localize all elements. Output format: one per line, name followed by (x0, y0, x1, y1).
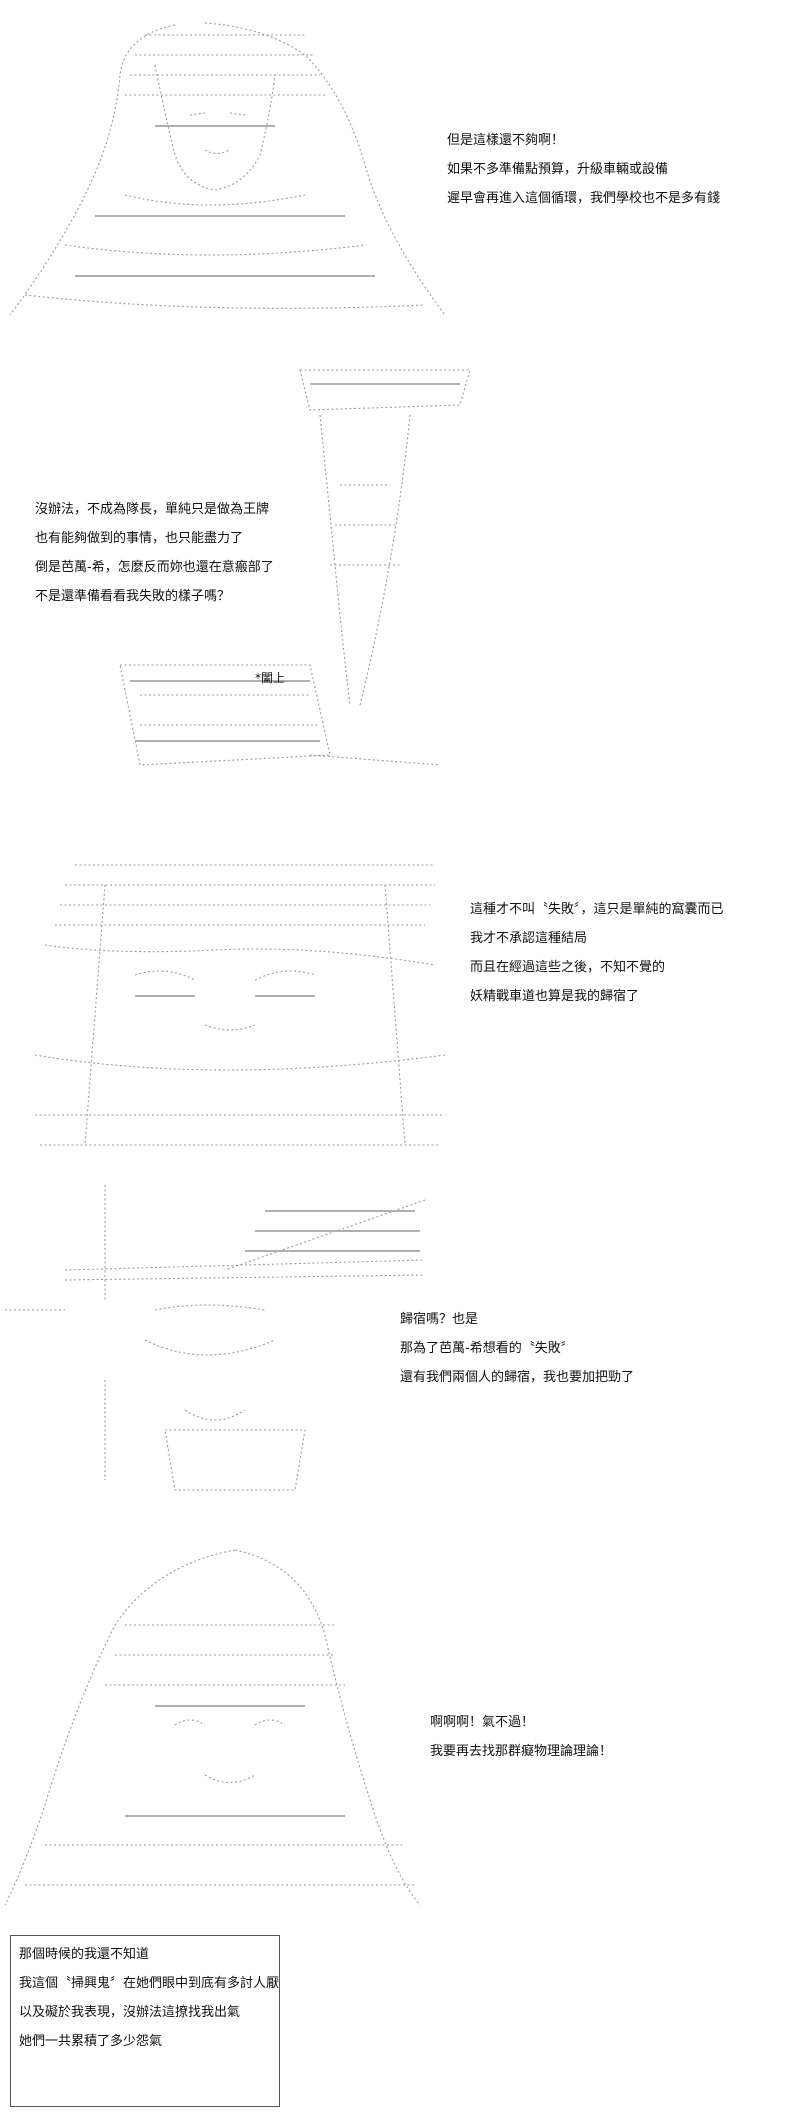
ascii-art-girl-cap-smiling (5, 1180, 440, 1515)
ascii-art-girl-face-closeup (15, 855, 450, 1160)
sound-effect: *闔上 (255, 671, 286, 685)
dialogue-line: 遲早會再進入這個循環，我們學校也不是多有錢 (447, 191, 721, 206)
dialogue-line: 我才不承認這種結局 (470, 931, 588, 946)
dialogue-line: 啊啊啊！氣不過！ (430, 1715, 535, 1730)
narration-box: 那個時候的我還不知道 我這個〝掃興鬼〞在她們眼中到底有多討人厭 以及礙於我表現，… (10, 1935, 280, 2107)
dialogue-panel-5: 啊啊啊！氣不過！ 我要再去找那群癡物理論理論！ (430, 1708, 612, 1766)
dialogue-panel-2: 沒辦法，不成為隊長，單純只是做為王牌 也有能夠做到的事情，也只能盡力了 倒是芭萬… (35, 495, 274, 611)
dialogue-panel-4: 歸宿嗎？也是 那為了芭萬-希想看的〝失敗〞 還有我們兩個人的歸宿，我也要加把勁了 (400, 1305, 634, 1392)
dialogue-line: 我要再去找那群癡物理論理論！ (430, 1744, 613, 1759)
dialogue-line: 倒是芭萬-希，怎麼反而妳也還在意瘢部了 (35, 560, 274, 575)
panel-3: 這種才不叫〝失敗〞，這只是單純的窩囊而已 我才不承認這種結局 而且在經過這些之後… (0, 845, 800, 1165)
panel-4: 歸宿嗎？也是 那為了芭萬-希想看的〝失敗〞 還有我們兩個人的歸宿，我也要加把勁了 (0, 1175, 800, 1525)
dialogue-line: 沒辦法，不成為隊長，單純只是做為王牌 (35, 502, 270, 517)
dialogue-line: 歸宿嗎？也是 (400, 1312, 479, 1327)
dialogue-line: 還有我們兩個人的歸宿，我也要加把勁了 (400, 1370, 635, 1385)
ascii-art-girl-long-hair (5, 15, 445, 335)
narration-line: 她們一共累積了多少怨氣 (19, 2034, 163, 2049)
dialogue-panel-3: 這種才不叫〝失敗〞，這只是單純的窩囊而已 我才不承認這種結局 而且在經過這些之後… (470, 895, 724, 1011)
ascii-art-girl-hooded-angry (5, 1545, 425, 1915)
narration-line: 那個時候的我還不知道 (19, 1947, 150, 1962)
dialogue-panel-1: 但是這樣還不夠啊！ 如果不多準備點預算，升級車輛或設備 遲早會再進入這個循環，我… (447, 126, 720, 213)
narration-line: 我這個〝掃興鬼〞在她們眼中到底有多討人厭 (19, 1976, 280, 1991)
dialogue-line: 如果不多準備點預算，升級車輛或設備 (447, 162, 669, 177)
panel-2: 沒辦法，不成為隊長，單純只是做為王牌 也有能夠做到的事情，也只能盡力了 倒是芭萬… (0, 355, 800, 835)
dialogue-line: 這種才不叫〝失敗〞，這只是單純的窩囊而已 (470, 902, 724, 917)
dialogue-line: 那為了芭萬-希想看的〝失敗〞 (400, 1341, 574, 1356)
dialogue-line: 但是這樣還不夠啊！ (447, 133, 565, 148)
dialogue-line: 不是還準備看看我失敗的樣子嗎？ (35, 589, 231, 604)
ascii-art-hand-closing-book (110, 365, 480, 830)
panel-5: 啊啊啊！氣不過！ 我要再去找那群癡物理論理論！ (0, 1535, 800, 1925)
narration-line: 以及礙於我表現，沒辦法這撩找我出氣 (19, 2005, 241, 2020)
dialogue-line: 而且在經過這些之後，不知不覺的 (470, 960, 666, 975)
panel-1: 但是這樣還不夠啊！ 如果不多準備點預算，升級車輛或設備 遲早會再進入這個循環，我… (0, 0, 800, 340)
dialogue-line: 也有能夠做到的事情，也只能盡力了 (35, 531, 244, 546)
dialogue-line: 妖精戰車道也算是我的歸宿了 (470, 989, 640, 1004)
